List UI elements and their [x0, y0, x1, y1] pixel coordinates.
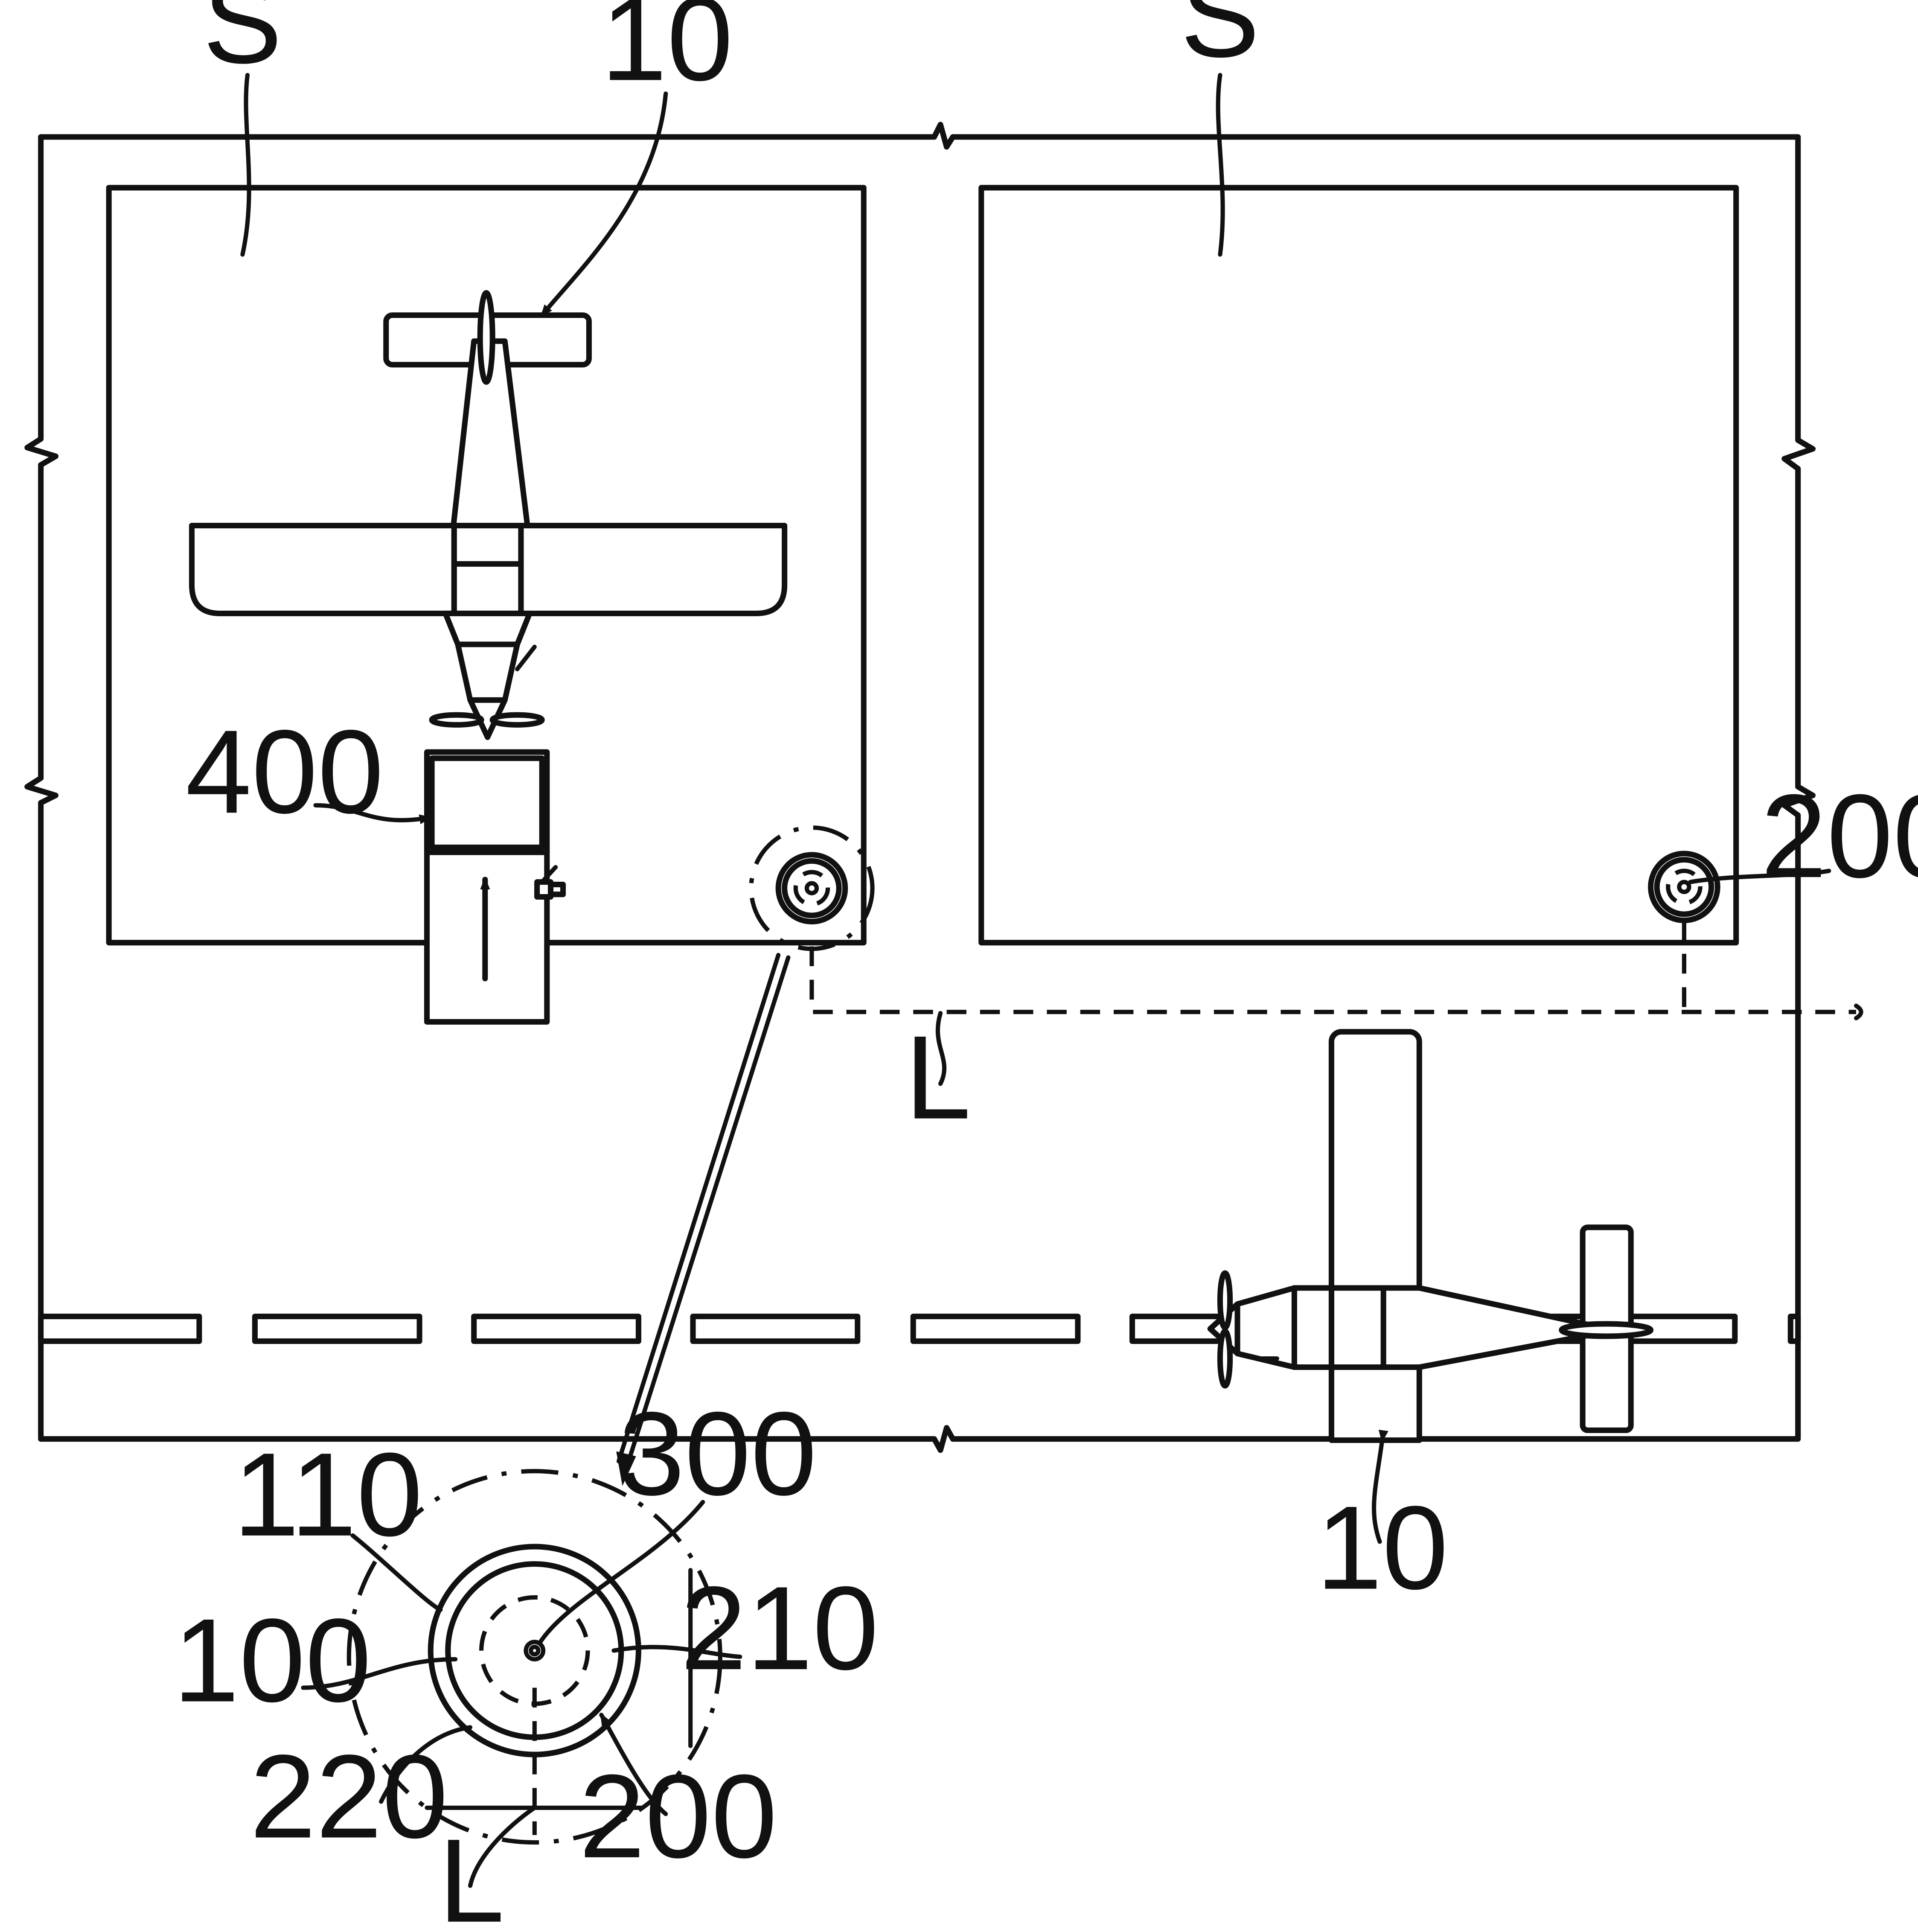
parking-site-right: [978, 185, 1739, 946]
leader-lines: [240, 73, 1831, 1888]
label-site-right: S: [1181, 0, 1260, 82]
detail-arrow: [616, 953, 791, 1486]
aircraft-bottom: [1207, 1029, 1654, 1443]
towing-vehicle: [424, 749, 566, 1025]
label-detail-center: 300: [619, 1387, 817, 1520]
aircraft-top: [189, 290, 788, 740]
label-aircraft-bottom: 10: [1316, 1481, 1448, 1614]
label-detail-outer-ring: 110: [233, 1428, 423, 1561]
detail-view: [346, 1469, 722, 1845]
charger-right: [1648, 851, 1720, 924]
label-detail-pad: 210: [681, 1562, 879, 1694]
label-detail-ring: 220: [250, 1730, 448, 1862]
airfield-boundary: [24, 122, 1816, 1453]
label-aircraft-top: 10: [601, 0, 733, 105]
label-charger-right: 200: [1761, 769, 1918, 902]
cable-line: [809, 920, 1863, 1020]
label-detail-inner: 100: [173, 1594, 371, 1726]
label-detail-line: L: [438, 1814, 504, 1930]
label-detail-unit: 200: [579, 1750, 777, 1882]
label-site-left: S: [203, 0, 282, 88]
label-cable-line: L: [905, 1011, 971, 1144]
label-vehicle: 400: [186, 705, 384, 838]
charger-left: [749, 825, 875, 951]
